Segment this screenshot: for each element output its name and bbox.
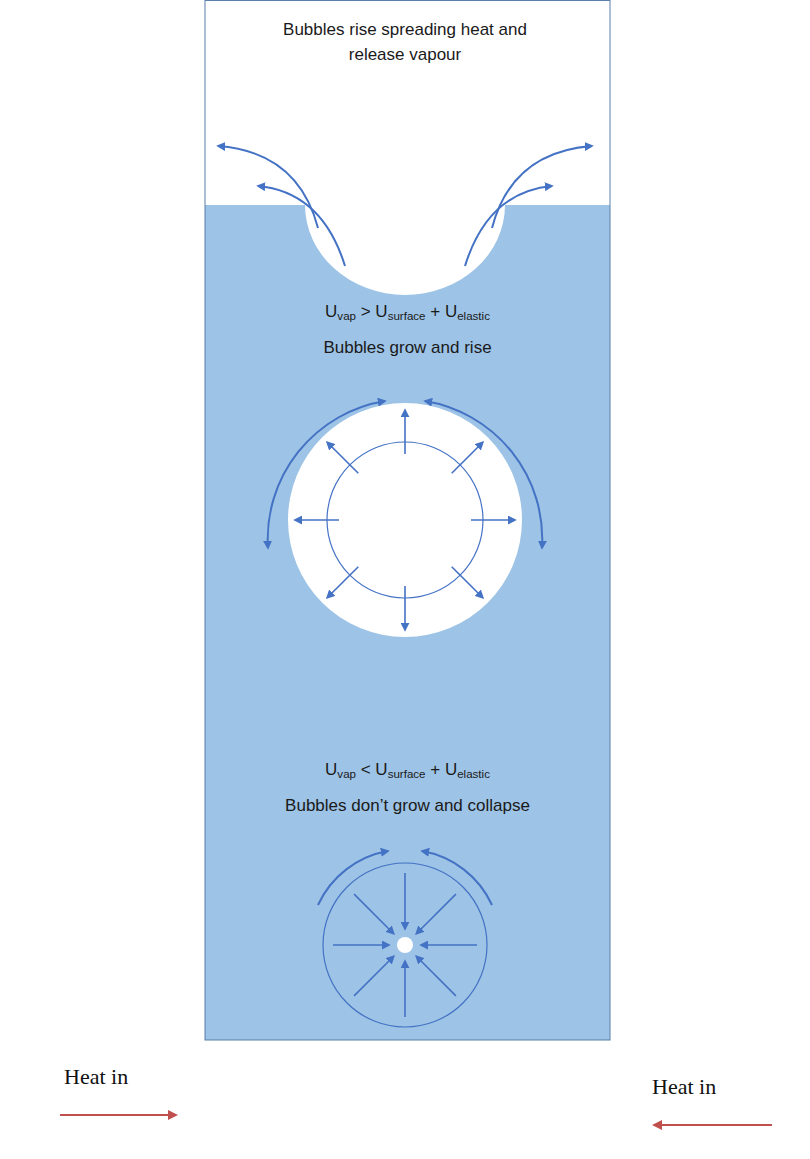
pressure-arrow bbox=[452, 567, 483, 598]
heat-label: Heat in bbox=[64, 1064, 128, 1090]
pressure-arrow bbox=[327, 567, 358, 598]
heat-arrow bbox=[654, 1124, 772, 1126]
description-text: Bubbles rise spreading heat and release … bbox=[255, 18, 555, 67]
pressure-arrow bbox=[295, 519, 339, 521]
growing-bubble bbox=[288, 403, 522, 637]
collapsing-bubble bbox=[323, 863, 487, 1027]
description-text: Bubbles don’t grow and collapse bbox=[215, 794, 600, 819]
energy-condition: Uvap > Usurface + Uelastic bbox=[215, 300, 600, 325]
flow-arrows bbox=[268, 401, 543, 548]
pressure-arrow bbox=[354, 956, 394, 996]
pressure-arrow bbox=[471, 519, 515, 521]
bubble-inner-ring bbox=[327, 442, 483, 598]
pressure-arrow bbox=[452, 442, 483, 473]
pressure-arrow bbox=[333, 944, 389, 946]
vapour-arrows bbox=[218, 146, 592, 266]
pressure-arrow bbox=[404, 873, 406, 929]
pressure-arrow bbox=[416, 956, 456, 996]
liquid-fill bbox=[205, 205, 610, 1040]
flow-arrows-small bbox=[318, 851, 492, 905]
bubble-core bbox=[397, 937, 413, 953]
heat-label: Heat in bbox=[652, 1074, 716, 1100]
collapse-arrows bbox=[333, 873, 477, 1017]
pressure-arrow bbox=[327, 442, 358, 473]
column-outline bbox=[205, 1, 610, 1041]
pressure-arrow bbox=[354, 894, 394, 934]
growth-arrows bbox=[295, 410, 515, 630]
pressure-arrow bbox=[421, 944, 477, 946]
heat-arrow bbox=[60, 1114, 176, 1116]
pressure-arrow bbox=[404, 410, 406, 454]
pressure-arrow bbox=[404, 961, 406, 1017]
energy-condition: Uvap < Usurface + Uelastic bbox=[215, 758, 600, 783]
pressure-arrow bbox=[404, 586, 406, 630]
pressure-arrow bbox=[416, 894, 456, 934]
description-text: Bubbles grow and rise bbox=[215, 336, 600, 361]
